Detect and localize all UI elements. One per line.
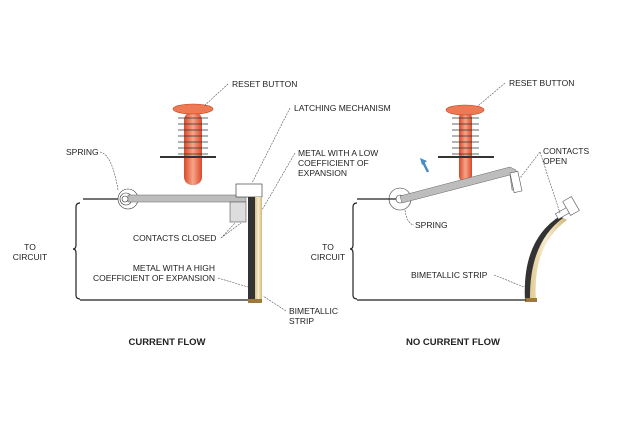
lever-left xyxy=(127,194,247,203)
title-current-flow: CURRENT FLOW xyxy=(128,337,205,348)
reset-button-right xyxy=(438,104,494,182)
label-metal-low-1: METAL WITH A LOW xyxy=(298,148,378,158)
contacts-left xyxy=(229,201,247,223)
label-metal-high-1: METAL WITH A HIGH xyxy=(133,263,215,273)
label-spring-right: SPRING xyxy=(415,220,448,230)
contact-upper-right xyxy=(509,171,523,193)
label-contacts-open-1: CONTACTS xyxy=(543,146,589,156)
left-panel: RESET BUTTON LATCHING MECHANISM SPRING M… xyxy=(13,79,391,348)
metal-low-strip xyxy=(255,197,262,299)
label-to-circuit-right-1: TO xyxy=(322,242,334,252)
label-contacts-open-2: OPEN xyxy=(543,156,567,166)
label-bimetallic-strip-right: BIMETALLIC STRIP xyxy=(411,270,488,280)
label-reset-button-left: RESET BUTTON xyxy=(232,79,297,89)
label-metal-low-2: COEFFICIENT OF xyxy=(298,158,369,168)
label-metal-low-3: EXPANSION xyxy=(298,168,347,178)
bimetallic-strip-curved xyxy=(524,216,567,300)
latch-left xyxy=(235,183,263,198)
label-latching-mechanism: LATCHING MECHANISM xyxy=(294,103,391,113)
label-to-circuit-right-2: CIRCUIT xyxy=(311,252,345,262)
label-reset-button-right: RESET BUTTON xyxy=(509,78,574,88)
label-metal-high-2: COEFFICIENT OF EXPANSION xyxy=(93,273,215,283)
right-panel: RESET BUTTON CONTACTS OPEN SPRING TO CIR… xyxy=(311,78,590,348)
metal-high-strip xyxy=(248,197,255,299)
brace-left xyxy=(72,202,81,300)
title-no-current-flow: NO CURRENT FLOW xyxy=(406,337,500,348)
label-to-circuit-left-2: CIRCUIT xyxy=(13,252,47,262)
label-to-circuit-left-1: TO xyxy=(24,242,36,252)
label-bimetallic-1: BIMETALLIC xyxy=(289,306,338,316)
label-spring-left: SPRING xyxy=(66,147,99,157)
label-contacts-closed: CONTACTS CLOSED xyxy=(133,233,216,243)
brace-right xyxy=(349,202,358,300)
arrow-up-icon xyxy=(421,161,430,173)
label-bimetallic-2: STRIP xyxy=(289,316,314,326)
reset-button-left xyxy=(160,103,216,185)
